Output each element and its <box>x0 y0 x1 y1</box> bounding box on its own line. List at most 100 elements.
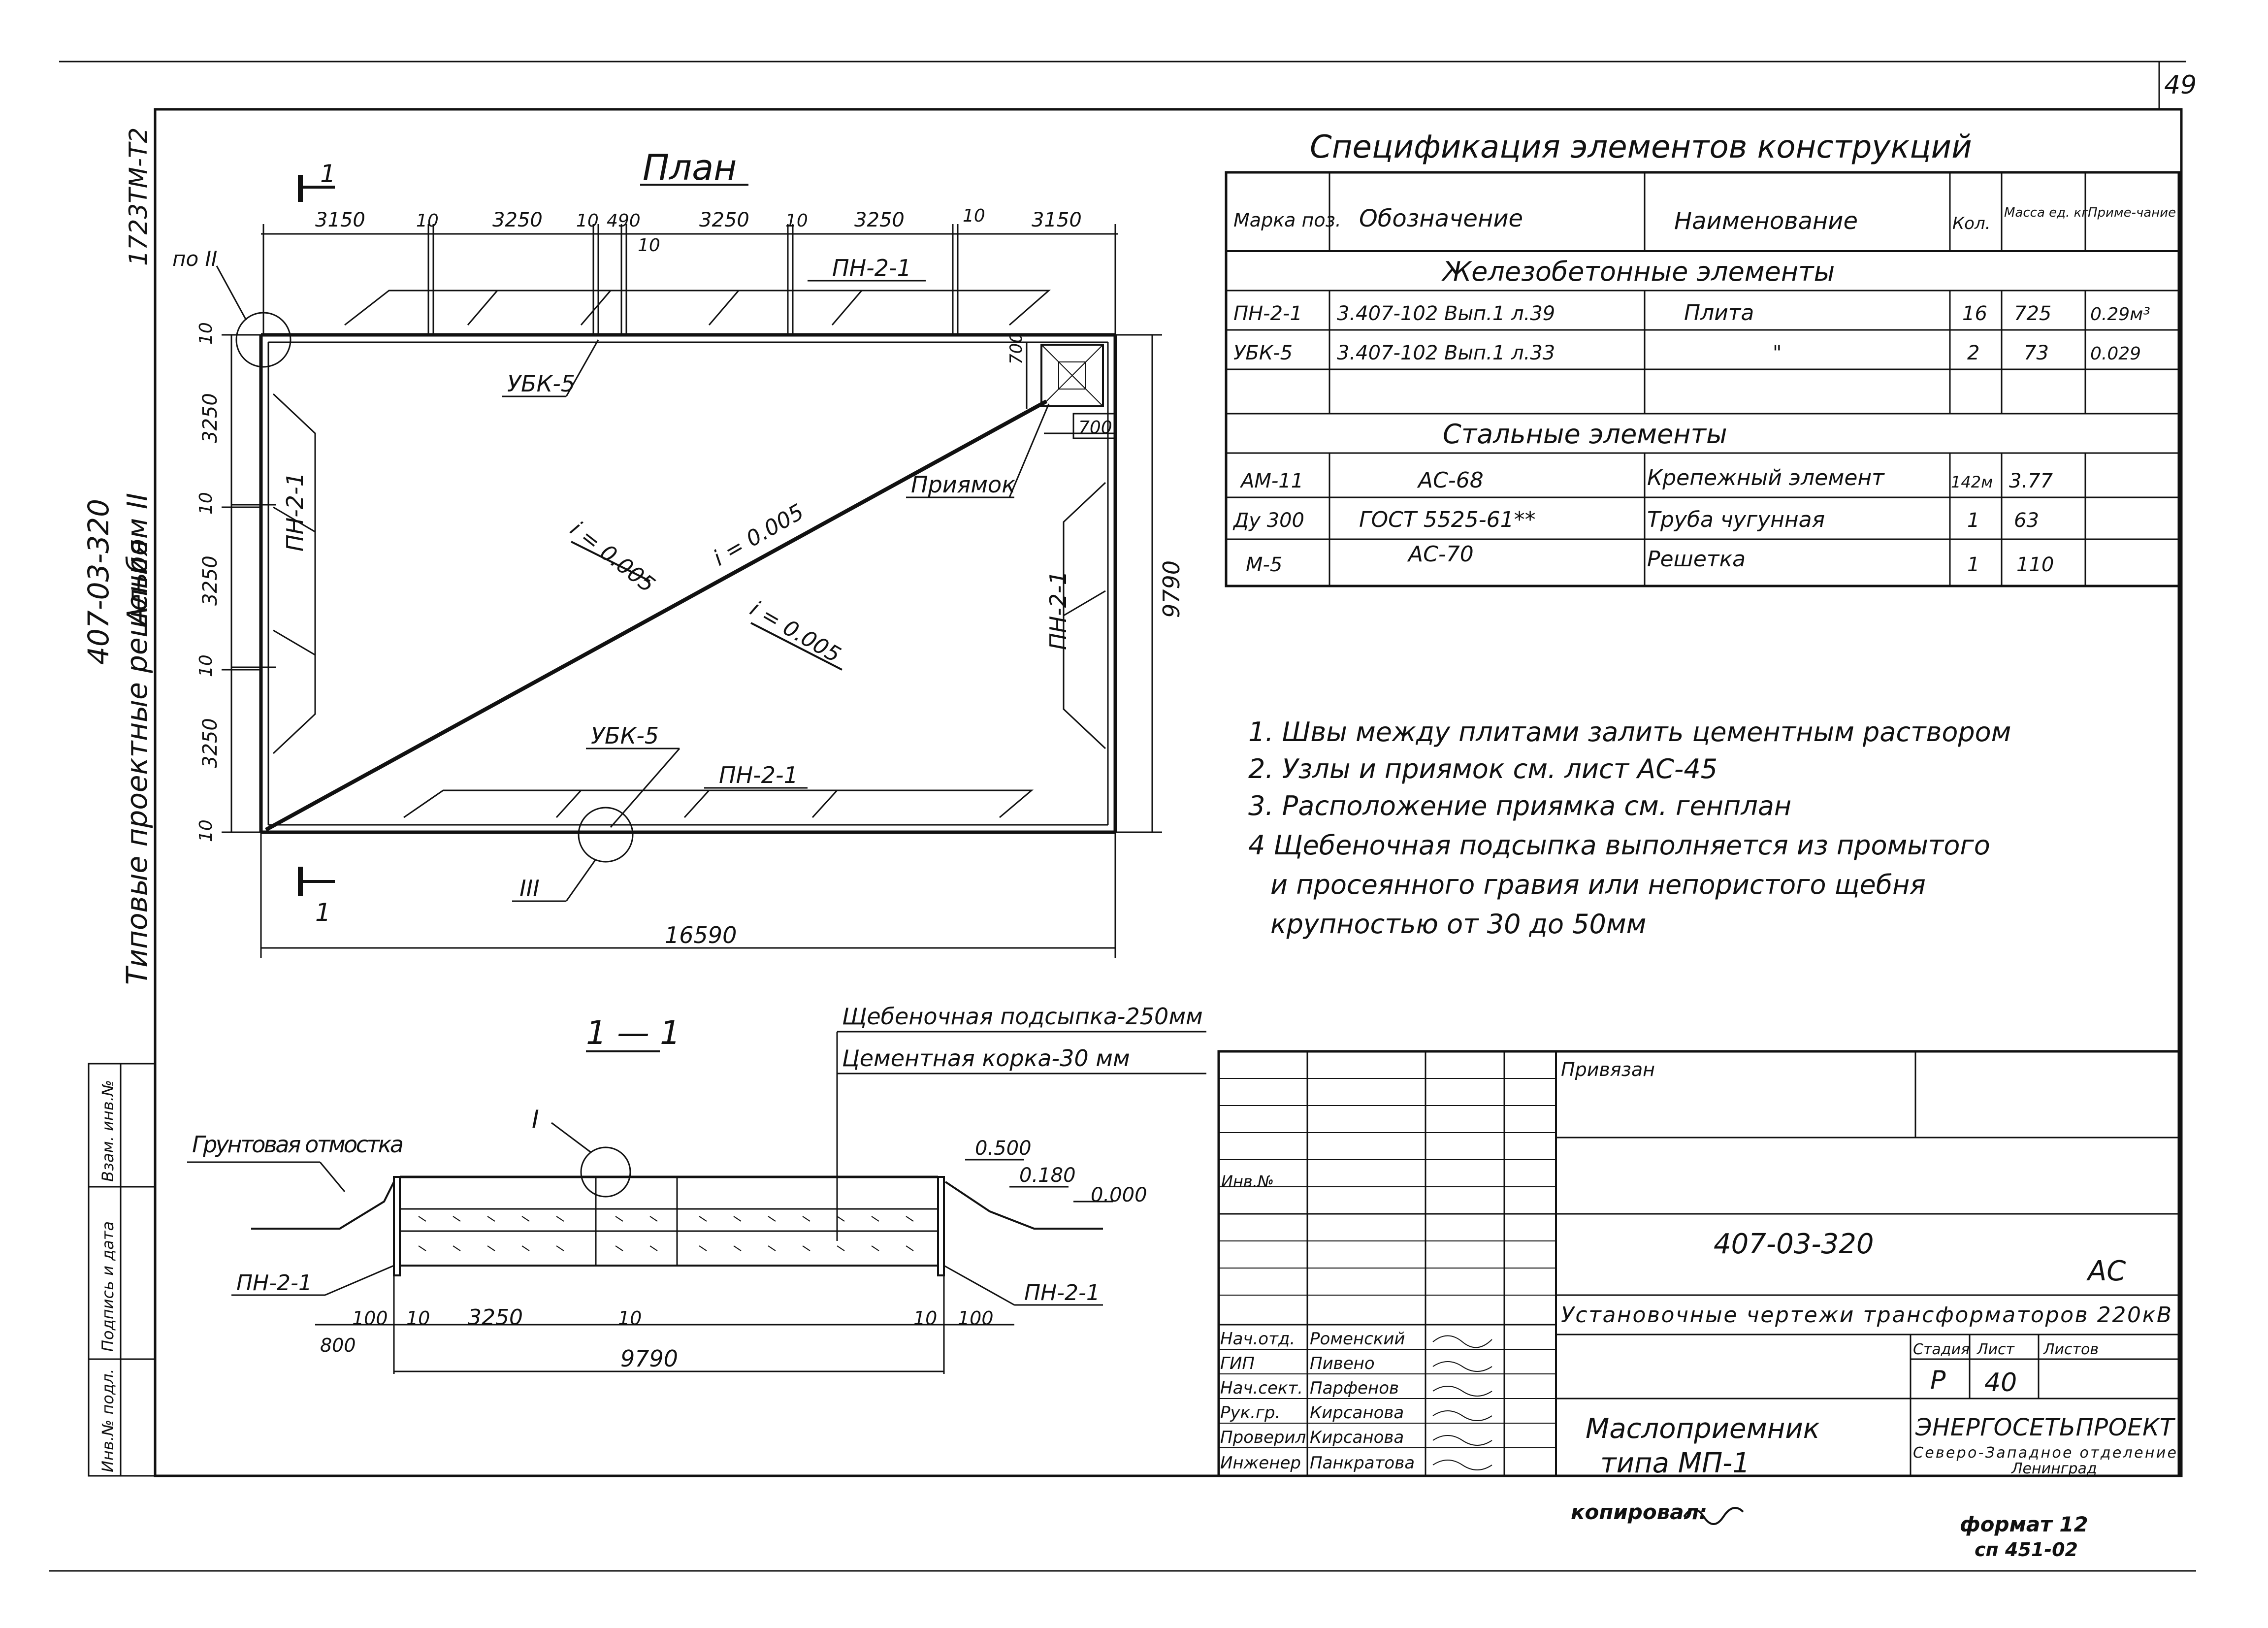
spec-r3-desig: АС-68 <box>1417 468 1484 493</box>
spec-r5-qty: 1 <box>1967 554 1979 576</box>
section-wall-left <box>393 1176 401 1276</box>
node-3-label: III <box>519 875 540 902</box>
spec-r1-desig: 3.407-102 Вып.1 л.39 <box>1337 302 1555 325</box>
tb-role-2: ГИП <box>1220 1354 1255 1373</box>
node-3-circle <box>578 807 634 863</box>
top-dim-10: 10 <box>963 206 985 226</box>
tb-role-4: Рук.гр. <box>1220 1403 1280 1423</box>
footer-extra: сп 451-02 <box>1975 1539 2078 1561</box>
tb-role-3: Нач.сект. <box>1220 1378 1303 1398</box>
elev-500: 0.500 <box>975 1137 1032 1160</box>
spec-title: Спецификация элементов конструкций <box>1310 129 1972 165</box>
spec-r2-qty: 2 <box>1967 342 1979 364</box>
tb-privyazan: Привязан <box>1561 1059 1655 1080</box>
spec-header-mass: Масса ед. кг <box>2004 205 2088 220</box>
spec-r3-name: Крепежный элемент <box>1647 465 1885 490</box>
tb-name-1: Роменский <box>1310 1329 1405 1349</box>
plan-pn-bottom: ПН-2-1 <box>719 762 798 788</box>
spec-r1-qty: 16 <box>1962 302 1987 325</box>
label-gravel: Щебеночная подсыпка-250мм <box>842 1003 1203 1030</box>
slab-row-top <box>344 290 1051 326</box>
section-mark-bottom-label: 1 <box>315 898 331 927</box>
top-dim-3: 3250 <box>492 209 543 231</box>
section-dim-3250: 3250 <box>468 1305 523 1330</box>
copier-signature <box>1683 1507 1744 1525</box>
left-dim-7: 10 <box>196 819 216 842</box>
spec-group-2: Стальные элементы <box>1443 419 1727 450</box>
tb-sheets-header: Листов <box>2043 1341 2099 1358</box>
left-dim-5: 10 <box>196 654 216 677</box>
tb-sheet-header: Лист <box>1976 1341 2015 1358</box>
left-dim-6: 3250 <box>199 718 222 768</box>
slab-row-left <box>272 393 316 754</box>
section-dim-10-l: 10 <box>406 1307 430 1329</box>
top-dim-4: 10 <box>576 211 599 231</box>
tb-name-4: Кирсанова <box>1310 1403 1404 1423</box>
signatures <box>1432 1335 1492 1470</box>
plan-ubk-top: УБК-5 <box>507 370 575 397</box>
tb-name-3: Парфенов <box>1310 1378 1399 1398</box>
spec-r3-mark: АМ-11 <box>1239 470 1303 492</box>
stamp-inv-podl: Инв.№ подл. <box>98 1368 117 1472</box>
spec-r2-note: 0.029 <box>2090 344 2141 364</box>
plan-view: План 1 1 3150 10 3250 10 490 10 <box>172 147 1185 958</box>
spec-r2-mass: 73 <box>2024 342 2049 364</box>
label-ground-1: Грунтовая отмостка <box>192 1131 404 1158</box>
title-block: Инв.№ Нач.отд. Роменский ГИП Пивено Нач.… <box>1217 1050 2180 1479</box>
elev-000: 0.000 <box>1091 1184 1147 1206</box>
spec-r4-mass: 63 <box>2014 509 2039 532</box>
tb-org-1: ЭНЕРГОСЕТЬПРОЕКТ <box>1915 1414 2176 1441</box>
tb-stage: Р <box>1930 1366 1946 1395</box>
spec-r4-qty: 1 <box>1967 509 1979 532</box>
spec-r1-mass: 725 <box>2014 302 2051 325</box>
top-dim-7: 3250 <box>699 209 749 231</box>
spec-r1-note: 0.29м³ <box>2090 304 2150 325</box>
tb-object-1: Маслоприемник <box>1586 1413 1820 1445</box>
page-number: 49 <box>2164 70 2197 100</box>
node-2-label: по II <box>172 247 217 271</box>
spec-header-note: Приме-чание <box>2088 205 2176 220</box>
spec-r2-mark: УБК-5 <box>1233 342 1293 364</box>
top-dim-2: 10 <box>416 211 439 231</box>
section-wall-right <box>937 1176 945 1276</box>
section-dim-800: 800 <box>320 1335 356 1356</box>
tb-org-3: Ленинград <box>2011 1460 2097 1477</box>
section-mark-top-label: 1 <box>320 160 336 188</box>
top-dim-8: 10 <box>785 211 808 231</box>
spec-header-qty: Кол. <box>1952 214 1990 233</box>
left-dim-4: 3250 <box>199 555 222 606</box>
stamp-podpis: Подпись и дата <box>98 1221 117 1352</box>
section-title: 1 — 1 <box>586 1014 680 1052</box>
top-dim-6: 10 <box>638 235 660 256</box>
section-1-1: 1 — 1 Щебеночная подсыпка-250мм Цементна… <box>187 1003 1206 1374</box>
section-dim-100-l: 100 <box>352 1307 388 1329</box>
note-4b: и просеянного гравия или непористого щеб… <box>1270 869 1926 900</box>
tb-stage-header: Стадия <box>1913 1341 1970 1358</box>
slab-row-bottom <box>403 789 1034 818</box>
album-code: 1723ТМ-Т2 <box>124 128 153 266</box>
top-dim-9: 3250 <box>854 209 905 231</box>
note-3: 3. Расположение приямка см. генплан <box>1248 790 1791 821</box>
top-dim-1: 3150 <box>315 209 365 231</box>
top-dim-5: 490 <box>607 211 641 231</box>
note-4: 4 Щебеночная подсыпка выполняется из про… <box>1248 830 1990 861</box>
section-dim-10-m: 10 <box>618 1307 642 1329</box>
footer-copied: копировал: <box>1571 1500 1707 1524</box>
left-dim-1: 10 <box>196 322 216 345</box>
spec-r5-mass: 110 <box>2016 554 2054 576</box>
spec-header-name: Наименование <box>1674 207 1858 235</box>
pit-label: Приямок <box>911 471 1015 498</box>
section-dim-10-r: 10 <box>913 1307 937 1329</box>
tb-project: Установочные чертежи трансформаторов 220… <box>1561 1302 2171 1328</box>
spec-r1-name: Плита <box>1684 300 1754 326</box>
spec-group-1: Железобетонные элементы <box>1441 256 1835 287</box>
spec-r2-desig: 3.407-102 Вып.1 л.33 <box>1337 342 1555 364</box>
spec-r4-mark: Ду 300 <box>1232 509 1304 532</box>
tb-name-5: Кирсанова <box>1310 1428 1404 1447</box>
note-1: 1. Швы между плитами залить цементным ра… <box>1248 716 2011 748</box>
tb-role-6: Инженер <box>1220 1453 1301 1473</box>
section-pn-right: ПН-2-1 <box>1024 1280 1100 1305</box>
slope-center: i = 0.005 <box>746 596 845 668</box>
spec-r4-desig: ГОСТ 5525-61** <box>1359 507 1536 532</box>
stamp-vzam: Взам. инв.№ <box>98 1080 117 1182</box>
